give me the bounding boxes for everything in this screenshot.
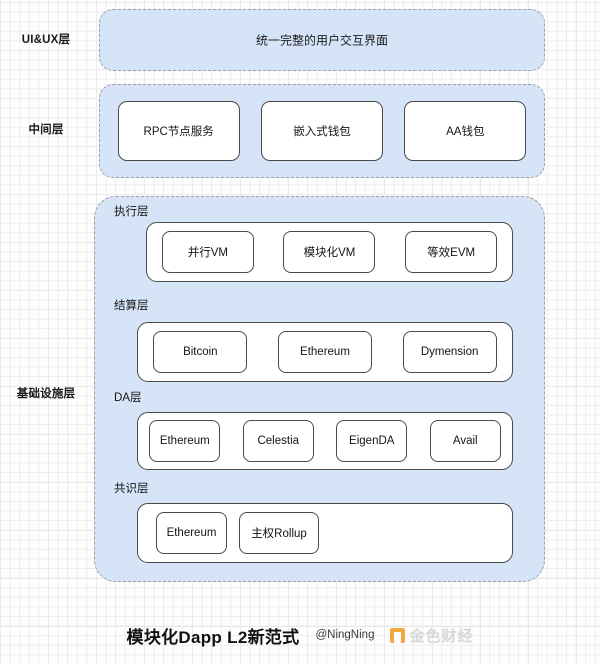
sublayer-label-settlement: 结算层 [114,300,149,312]
chip-aa-wallet[interactable]: AA钱包 [404,101,527,161]
watermark-text: 金色财经 [409,627,474,645]
chip-ethereum-settlement[interactable]: Ethereum [277,331,372,373]
chip-celestia[interactable]: Celestia [242,420,314,462]
chip-embedded-wallet[interactable]: 嵌入式钱包 [260,101,383,161]
chip-ethereum-da[interactable]: Ethereum [149,420,221,462]
rail-label-middle: 中间层 [28,124,64,136]
author-handle: @NingNing [315,629,375,641]
chip-ethereum-consensus[interactable]: Ethereum [156,512,227,554]
sublayer-tray-consensus: Ethereum 主权Rollup [137,503,513,563]
chip-parallel-vm[interactable]: 并行VM [161,231,254,273]
chip-equivalent-evm[interactable]: 等效EVM [405,231,498,273]
middle-layer-chip-row: RPC节点服务 嵌入式钱包 AA钱包 [107,101,537,161]
diagram-title: 模块化Dapp L2新范式 [126,627,300,647]
sublayer-tray-execution: 并行VM 模块化VM 等效EVM [146,222,513,282]
chip-modular-vm[interactable]: 模块化VM [283,231,376,273]
sublayer-tray-settlement: Bitcoin Ethereum Dymension [137,322,513,382]
sublayer-tray-da: Ethereum Celestia EigenDA Avail [137,412,513,470]
ui-ux-banner-text: 统一完整的用户交互界面 [255,33,388,48]
chip-sovereign-rollup[interactable]: 主权Rollup [239,512,319,554]
sublayer-label-consensus: 共识层 [114,483,149,495]
chip-avail[interactable]: Avail [429,420,501,462]
watermark: 金色财经 [390,625,473,646]
chip-dymension[interactable]: Dymension [402,331,497,373]
rail-label-ui-ux: UI&UX层 [21,34,71,46]
jinse-logo-icon [390,627,406,643]
sublayer-label-execution: 执行层 [114,206,149,218]
chip-bitcoin[interactable]: Bitcoin [153,331,248,373]
footer: 模块化Dapp L2新范式 @NingNing 金色财经 [0,607,600,663]
chip-eigenda[interactable]: EigenDA [336,420,408,462]
panel-ui-ux[interactable]: 统一完整的用户交互界面 [99,9,545,71]
chip-rpc-node-service[interactable]: RPC节点服务 [117,101,240,161]
rail-label-infrastructure: 基础设施层 [16,388,76,400]
sublayer-label-da: DA层 [114,392,142,404]
